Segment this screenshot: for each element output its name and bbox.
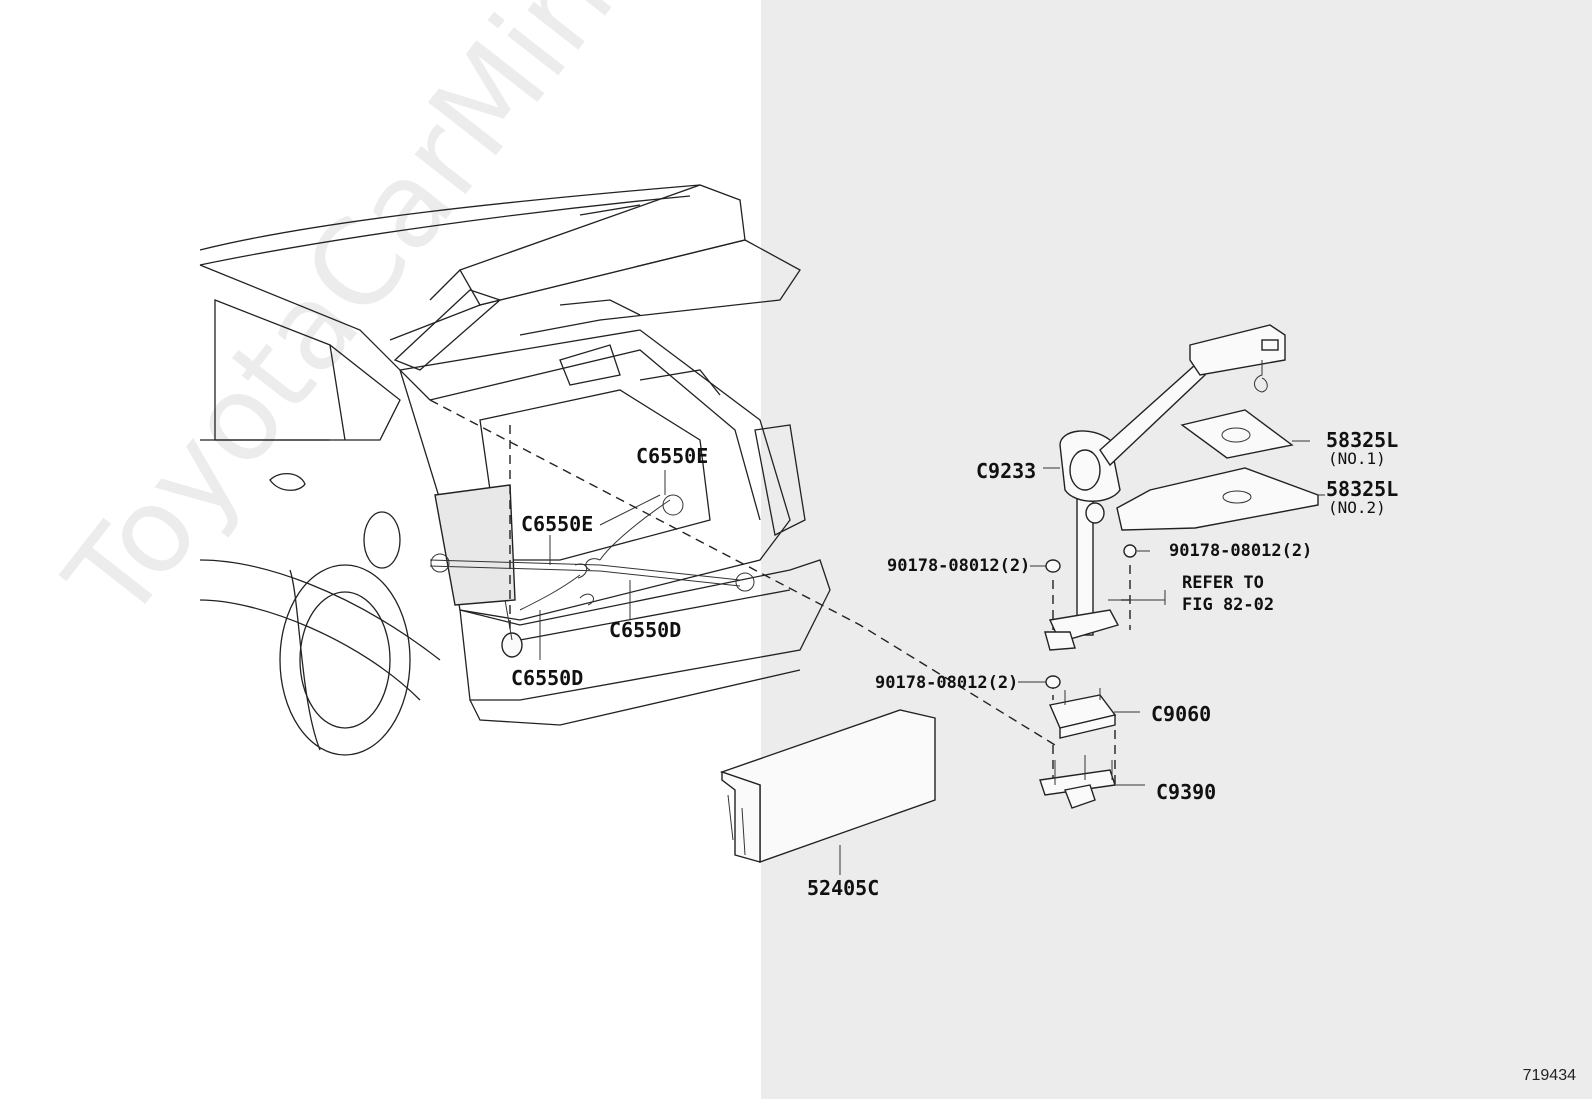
right-panel-background bbox=[761, 0, 1592, 1099]
callout-58325l-no2: 58325L bbox=[1326, 477, 1399, 501]
callout-c9390: C9390 bbox=[1156, 780, 1217, 804]
jack-base bbox=[1039, 755, 1116, 809]
callout-c6550d-right: C6550D bbox=[609, 618, 682, 642]
callout-c9060: C9060 bbox=[1151, 702, 1212, 726]
callout-c6550d-bottom: C6550D bbox=[511, 666, 584, 690]
callout-c6550e-left: C6550E bbox=[521, 512, 594, 536]
callout-bolt-right: 90178-08012(2) bbox=[1169, 541, 1313, 561]
vehicle-outline bbox=[199, 184, 831, 756]
callout-58325l-no1-note: (NO.1) bbox=[1328, 449, 1386, 468]
refer-line-2: FIG 82-02 bbox=[1182, 595, 1275, 615]
figure-number: 719434 bbox=[1522, 1067, 1576, 1084]
callout-c6550e-top: C6550E bbox=[636, 444, 709, 468]
nut-icons bbox=[1045, 544, 1137, 689]
callout-52405c: 52405C bbox=[807, 876, 880, 900]
callout-c9233: C9233 bbox=[976, 459, 1037, 483]
jack-bracket bbox=[1049, 688, 1117, 739]
callout-bolt-left-lower: 90178-08012(2) bbox=[875, 673, 1019, 693]
callout-58325l-no1: 58325L bbox=[1326, 428, 1399, 452]
label-leaders bbox=[539, 440, 1325, 875]
callout-58325l-no2-note: (NO.2) bbox=[1328, 498, 1386, 517]
callout-bolt-left-upper: 90178-08012(2) bbox=[887, 556, 1031, 576]
refer-line-1: REFER TO bbox=[1182, 573, 1264, 593]
jack-assembly bbox=[1044, 324, 1286, 651]
tray-sheets bbox=[1116, 409, 1319, 531]
storage-box bbox=[719, 709, 936, 863]
